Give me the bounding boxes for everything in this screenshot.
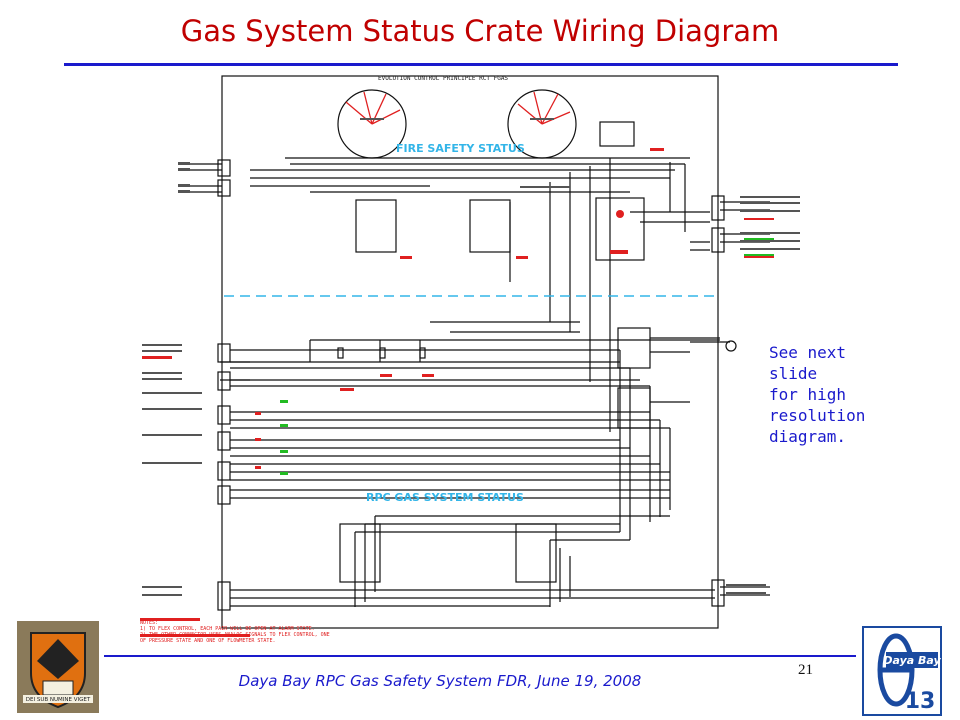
fire-module-3 <box>595 197 645 261</box>
logo-name: Daya Bay <box>883 654 941 667</box>
connector-l4 <box>217 371 231 391</box>
resistor-3 <box>419 347 426 359</box>
notes-label: NOTES: <box>140 620 158 626</box>
side-note-line: for high <box>769 385 847 404</box>
seal-motto: DEI SUB NUMINE VIGET <box>26 697 91 703</box>
connector-l2 <box>217 179 231 197</box>
connector-l9 <box>217 581 231 611</box>
footer-rule <box>104 655 856 657</box>
side-note-line: diagram. <box>769 427 847 446</box>
rpc-gas-section-label: RPC GAS SYSTEM STATUS <box>366 491 524 504</box>
footer-text: Daya Bay RPC Gas Safety System FDR, June… <box>238 672 642 690</box>
fire-module-2 <box>469 199 511 253</box>
crate-frame <box>221 75 719 629</box>
connector-r2 <box>711 227 725 253</box>
title-rule <box>64 63 898 66</box>
fire-gauge-left <box>337 89 407 159</box>
note-line-3: OF PRESSURE STATE AND ONE OF FLOWMETER S… <box>140 638 275 644</box>
wiring-diagram: EVOLUTION CONTROL PRINCIPLE RCT FGAS FIR… <box>140 75 800 644</box>
page-number: 21 <box>798 662 813 678</box>
fire-module-1 <box>355 199 397 253</box>
connector-l5 <box>217 405 231 425</box>
connector-l6 <box>217 431 231 451</box>
relay-box-2 <box>617 387 651 429</box>
diagram-header-text: EVOLUTION CONTROL PRINCIPLE RCT FGAS <box>378 75 508 82</box>
side-note: See next slide for high resolution diagr… <box>769 342 899 447</box>
rpc-module-2 <box>515 523 557 583</box>
side-note-line: resolution <box>769 406 866 425</box>
daya-bay-logo: Daya Bay 13 <box>862 626 942 716</box>
rpc-module-1 <box>339 523 381 583</box>
connector-r1 <box>711 195 725 221</box>
logo-number: 13 <box>905 689 936 714</box>
connector-l7 <box>217 461 231 481</box>
connector-l8 <box>217 485 231 505</box>
connector-l1 <box>217 159 231 177</box>
resistor-2 <box>379 347 386 359</box>
resistor-1 <box>337 347 344 359</box>
fire-safety-section-label: FIRE SAFETY STATUS <box>396 142 525 155</box>
side-note-line: See next slide <box>769 343 847 383</box>
relay-box-top <box>599 121 635 147</box>
note-line-2: 2) THE OTHER CONNECTOR USES ANALOG SIGNA… <box>140 632 330 638</box>
slide-title: Gas System Status Crate Wiring Diagram <box>180 14 780 48</box>
fire-gauge-right <box>507 89 577 159</box>
terminal-circle <box>725 340 737 352</box>
connector-l3 <box>217 343 231 363</box>
princeton-seal-logo: DEI SUB NUMINE VIGET <box>17 621 99 713</box>
connector-r3 <box>711 579 725 607</box>
relay-box-1 <box>617 327 651 369</box>
note-line-1: 1) TO FLEX CONTROL, EACH PAIR WILL BE OP… <box>140 626 315 632</box>
